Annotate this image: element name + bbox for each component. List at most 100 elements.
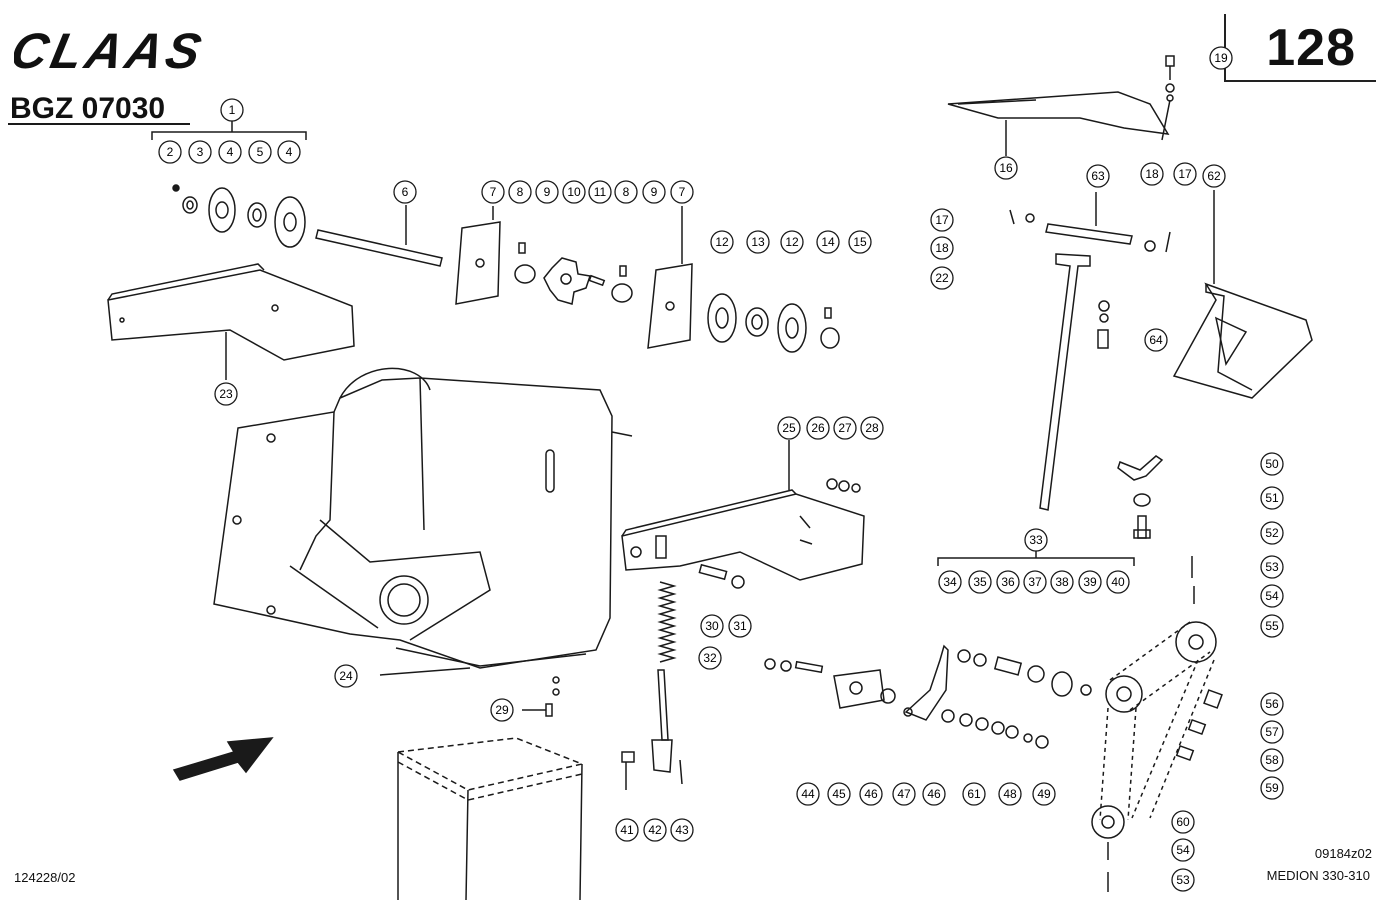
- callout-label: 7: [679, 185, 686, 199]
- callout-circle: [780, 230, 804, 254]
- callout-circle: [860, 416, 884, 440]
- callout-22: 22: [930, 266, 954, 290]
- callout-label: 10: [567, 185, 581, 199]
- callout-label: 58: [1265, 753, 1279, 767]
- callout-label: 33: [1029, 533, 1043, 547]
- callout-label: 2: [167, 145, 174, 159]
- callout-5: 5: [248, 140, 272, 164]
- callout-circle: [728, 614, 752, 638]
- callout-label: 16: [999, 161, 1013, 175]
- callout-circle: [930, 266, 954, 290]
- callout-circle: [220, 98, 244, 122]
- callout-circle: [859, 782, 883, 806]
- callout-50: 50: [1260, 452, 1284, 476]
- callout-label: 61: [967, 787, 981, 801]
- callout-label: 59: [1265, 781, 1279, 795]
- callout-circle: [968, 570, 992, 594]
- callout-circle: [1260, 452, 1284, 476]
- callout-label: 5: [257, 145, 264, 159]
- callout-3: 3: [188, 140, 212, 164]
- callout-41: 41: [615, 818, 639, 842]
- callout-label: 22: [935, 271, 949, 285]
- callout-48: 48: [998, 782, 1022, 806]
- callout-32: 32: [698, 646, 722, 670]
- callout-circle: [158, 140, 182, 164]
- callout-51: 51: [1260, 486, 1284, 510]
- callout-circle: [614, 180, 638, 204]
- callout-33: 33: [1024, 528, 1048, 552]
- callout-42: 42: [643, 818, 667, 842]
- callout-circle: [1140, 162, 1164, 186]
- callout-circle: [700, 614, 724, 638]
- callout-57: 57: [1260, 720, 1284, 744]
- callout-circle: [698, 646, 722, 670]
- callout-label: 12: [785, 235, 799, 249]
- callout-label: 56: [1265, 697, 1279, 711]
- callout-circle: [1171, 810, 1195, 834]
- callout-18: 18: [930, 236, 954, 260]
- drawing-number-right: 09184z02: [1314, 846, 1372, 861]
- callout-label: 40: [1111, 575, 1125, 589]
- callout-28: 28: [860, 416, 884, 440]
- callout-circle: [930, 236, 954, 260]
- callout-circle: [938, 570, 962, 594]
- callout-label: 43: [675, 823, 689, 837]
- callout-9: 9: [642, 180, 666, 204]
- callout-circle: [1171, 838, 1195, 862]
- callout-15: 15: [848, 230, 872, 254]
- callout-label: 11: [594, 185, 607, 199]
- callout-circle: [833, 416, 857, 440]
- callout-label: 9: [544, 185, 551, 199]
- callout-8: 8: [614, 180, 638, 204]
- callout-label: 27: [838, 421, 852, 435]
- callout-label: 19: [1214, 51, 1228, 65]
- callout-circle: [1260, 614, 1284, 638]
- callout-40: 40: [1106, 570, 1130, 594]
- callout-label: 4: [227, 145, 234, 159]
- callout-label: 17: [1178, 167, 1192, 181]
- callout-23: 23: [214, 382, 238, 406]
- callout-circle: [1032, 782, 1056, 806]
- callout-13: 13: [746, 230, 770, 254]
- svg-text:CLAAS: CLAAS: [14, 23, 210, 78]
- callout-35: 35: [968, 570, 992, 594]
- callout-56: 56: [1260, 692, 1284, 716]
- callout-circle: [1171, 868, 1195, 892]
- callout-6: 6: [393, 180, 417, 204]
- callout-25: 25: [777, 416, 801, 440]
- callout-circle: [806, 416, 830, 440]
- callout-circle: [508, 180, 532, 204]
- callout-circle: [1260, 748, 1284, 772]
- callout-label: 47: [897, 787, 911, 801]
- callout-45: 45: [827, 782, 851, 806]
- callout-circle: [615, 818, 639, 842]
- callout-circle: [1209, 46, 1233, 70]
- callout-label: 57: [1265, 725, 1279, 739]
- callout-label: 14: [821, 235, 835, 249]
- callout-label: 12: [715, 235, 729, 249]
- callout-label: 63: [1091, 169, 1105, 183]
- callout-62: 62: [1202, 164, 1226, 188]
- callout-label: 8: [623, 185, 630, 199]
- callout-label: 55: [1265, 619, 1279, 633]
- callout-label: 54: [1265, 589, 1279, 603]
- callout-label: 42: [648, 823, 662, 837]
- callout-26: 26: [806, 416, 830, 440]
- callout-34: 34: [938, 570, 962, 594]
- callout-circle: [218, 140, 242, 164]
- callout-label: 53: [1176, 873, 1190, 887]
- callout-label: 25: [782, 421, 796, 435]
- callout-circle: [1260, 776, 1284, 800]
- callout-label: 17: [935, 213, 949, 227]
- callout-circle: [670, 180, 694, 204]
- callout-17: 17: [930, 208, 954, 232]
- callout-label: 51: [1265, 491, 1279, 505]
- callout-circle: [1086, 164, 1110, 188]
- callout-label: 54: [1176, 843, 1190, 857]
- callout-54: 54: [1171, 838, 1195, 862]
- callout-circle: [490, 698, 514, 722]
- callout-circle: [670, 818, 694, 842]
- callout-circle: [277, 140, 301, 164]
